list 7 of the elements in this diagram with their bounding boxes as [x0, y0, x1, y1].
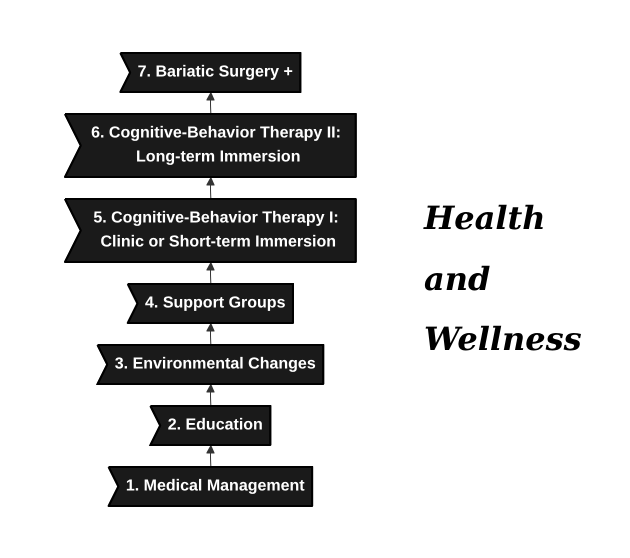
arrow	[206, 384, 215, 406]
arrow	[206, 262, 215, 284]
arrow	[206, 322, 215, 346]
arrow	[206, 92, 215, 114]
arrow	[206, 176, 215, 200]
side-label: Health and Wellness	[424, 198, 583, 360]
arrow	[206, 444, 215, 468]
